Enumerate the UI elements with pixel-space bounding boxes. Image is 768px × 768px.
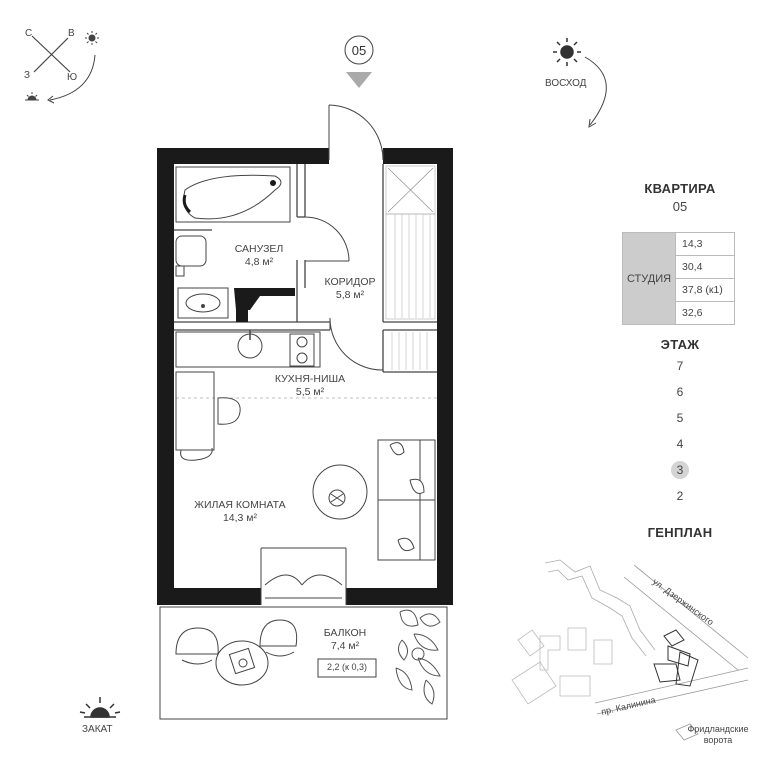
compass-icon: С В З Ю — [24, 28, 77, 83]
balcony-coefficient: 2,2 (к 0,3) — [327, 662, 367, 672]
apartment-value-living: 14,3 — [675, 232, 735, 256]
bathroom-door[interactable] — [304, 216, 350, 262]
balcony-coef-box — [317, 658, 377, 678]
floor-title: ЭТАЖ — [660, 337, 700, 352]
floor-5[interactable]: 5 — [676, 411, 684, 425]
entrance-door[interactable] — [328, 104, 384, 161]
sofa — [377, 439, 436, 561]
corridor-door[interactable] — [329, 317, 384, 371]
small-sunset-icon — [25, 92, 39, 101]
apartment-value-total: 32,6 — [675, 301, 735, 325]
compass-west: З — [24, 70, 30, 81]
apartment-table: СТУДИЯ 14,3 30,4 37,8 (к1) 32,6 — [622, 232, 735, 325]
room-balcony: БАЛКОН 7,4 м² — [300, 627, 390, 653]
ventilation-shaft — [234, 288, 295, 310]
apartment-number: 05 — [672, 199, 688, 214]
sun-path-arrow — [49, 54, 96, 101]
room-corridor: КОРИДОР 5,8 м² — [305, 276, 395, 302]
entrance-arrow-icon — [346, 72, 372, 88]
site-plan-title: ГЕНПЛАН — [647, 525, 713, 540]
toilet — [175, 235, 207, 277]
interior-walls — [174, 164, 437, 373]
site-plan — [511, 559, 749, 741]
floor-list: 7 6 5 4 3 2 — [668, 353, 692, 509]
apartment-value-total-no-balcony: 30,4 — [675, 255, 735, 279]
landmark-label: Фридландские ворота — [687, 724, 749, 745]
compass-south: Ю — [67, 72, 77, 83]
balcony-furniture — [175, 619, 298, 686]
street-kalinina: пр. Калинина — [600, 695, 656, 717]
room-living-name: ЖИЛАЯ КОМНАТА — [194, 499, 286, 511]
apartment-value-total-k1: 37,8 (к1) — [675, 278, 735, 302]
outer-walls — [157, 148, 453, 605]
small-closet — [391, 332, 428, 370]
plant-icon — [395, 609, 441, 705]
small-sun-icon — [85, 31, 99, 45]
balcony-outline — [159, 606, 448, 720]
room-living: ЖИЛАЯ КОМНАТА 14,3 м² — [180, 499, 300, 525]
compass-east: В — [68, 28, 75, 39]
floor-7[interactable]: 7 — [676, 359, 684, 373]
kitchen-counter — [175, 330, 321, 368]
room-balcony-area: 7,4 м² — [330, 640, 360, 652]
room-bathroom: САНУЗЕЛ 4,8 м² — [214, 243, 304, 269]
room-kitchen-name: КУХНЯ-НИША — [274, 373, 346, 385]
floor-4[interactable]: 4 — [676, 437, 684, 451]
dining-table — [175, 371, 241, 461]
apartment-title: КВАРТИРА — [644, 181, 716, 196]
balcony-door[interactable] — [260, 547, 347, 605]
floor-6[interactable]: 6 — [676, 385, 684, 399]
bathroom-sink — [177, 287, 229, 319]
wardrobe — [385, 165, 436, 320]
sunrise-sun-icon — [553, 38, 581, 66]
floor-2[interactable]: 2 — [676, 489, 684, 503]
room-living-area: 14,3 м² — [222, 512, 258, 524]
wardrobe-hatch — [394, 214, 431, 318]
entrance-number: 05 — [352, 43, 366, 58]
apartment-type: СТУДИЯ — [622, 232, 676, 325]
sunset-sun-icon — [79, 697, 121, 718]
sunset-label: ЗАКАТ — [82, 724, 113, 735]
room-kitchen: КУХНЯ-НИША 5,5 м² — [260, 373, 360, 399]
rug — [312, 464, 368, 520]
room-corridor-name: КОРИДОР — [324, 276, 376, 288]
sunrise-label: ВОСХОД — [545, 78, 587, 89]
street-dzerzhinskogo: ул. Дзержинского — [651, 577, 716, 628]
room-bathroom-name: САНУЗЕЛ — [234, 243, 284, 255]
floor-3-active[interactable]: 3 — [671, 461, 689, 479]
room-corridor-area: 5,8 м² — [335, 289, 365, 301]
room-bathroom-area: 4,8 м² — [244, 256, 274, 268]
entrance-marker — [344, 35, 374, 65]
room-kitchen-area: 5,5 м² — [295, 386, 325, 398]
compass-north: С — [25, 28, 32, 39]
bathtub — [175, 166, 291, 223]
sunrise-arrow — [584, 56, 607, 126]
room-balcony-name: БАЛКОН — [323, 627, 367, 639]
